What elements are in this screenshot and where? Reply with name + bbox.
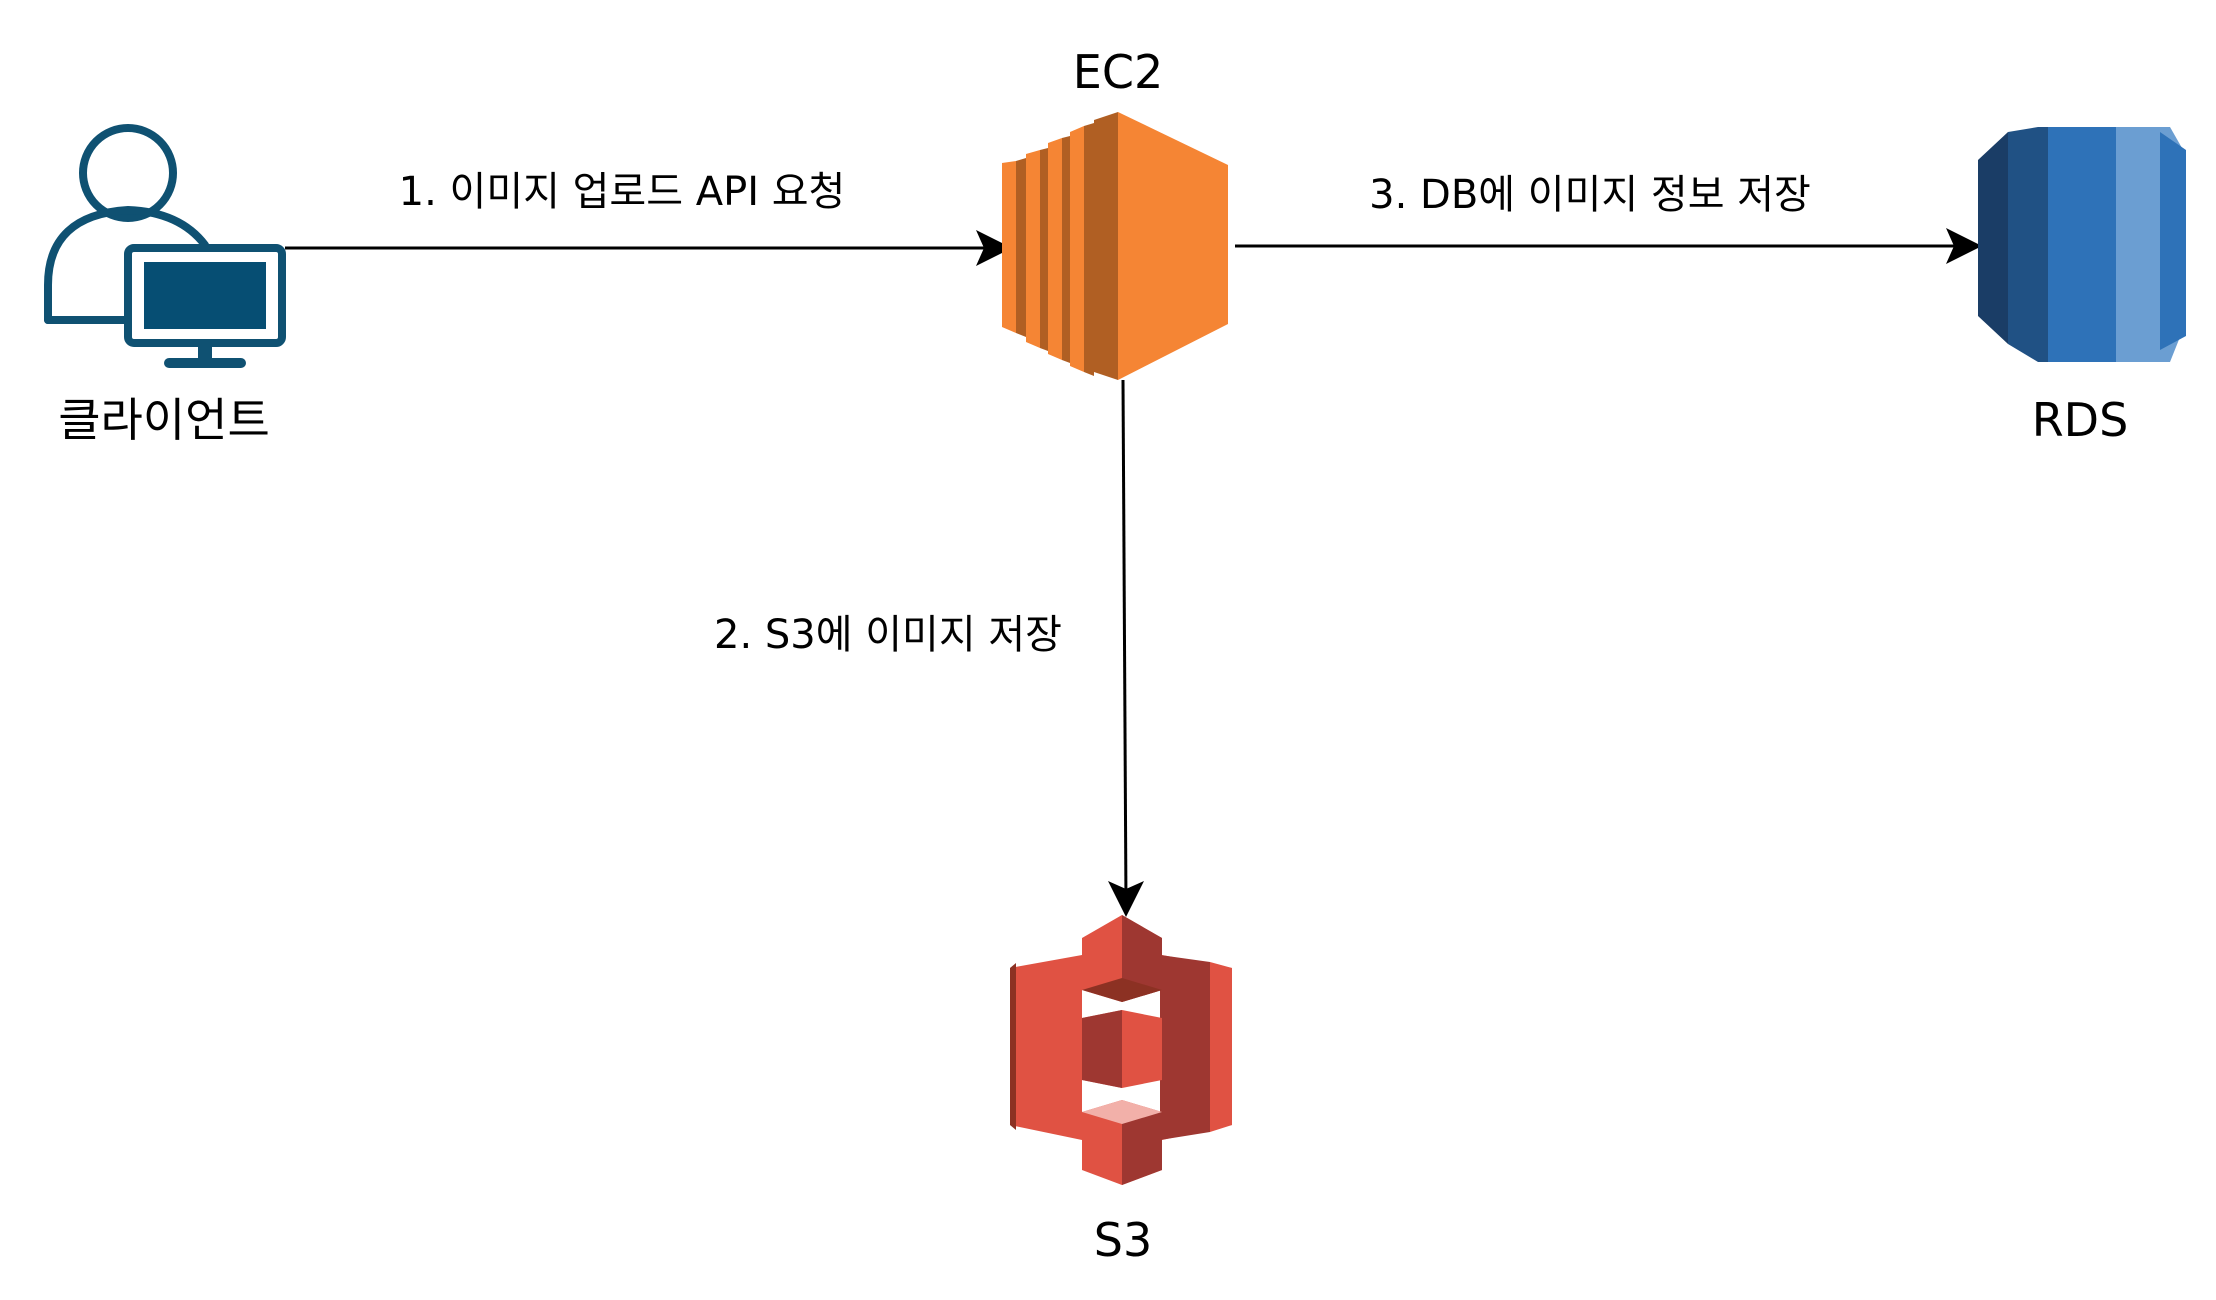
user-computer-icon — [44, 124, 286, 368]
edge-label-store-db: 3. DB에 이미지 정보 저장 — [1369, 172, 1811, 218]
rds-database-icon — [1978, 127, 2186, 362]
ec2-label: EC2 — [1073, 45, 1163, 99]
client-label: 클라이언트 — [58, 393, 270, 447]
edge-store-s3 — [1108, 379, 1144, 917]
s3-label: S3 — [1094, 1213, 1152, 1267]
edge-label-store-s3: 2. S3에 이미지 저장 — [714, 612, 1062, 658]
rds-label: RDS — [2032, 393, 2129, 447]
edge-upload — [285, 230, 1012, 266]
edge-label-upload: 1. 이미지 업로드 API 요청 — [399, 169, 846, 215]
s3-bucket-icon — [1010, 915, 1232, 1185]
edge-store-db — [1235, 228, 1982, 264]
ec2-instance-icon — [1002, 112, 1228, 380]
